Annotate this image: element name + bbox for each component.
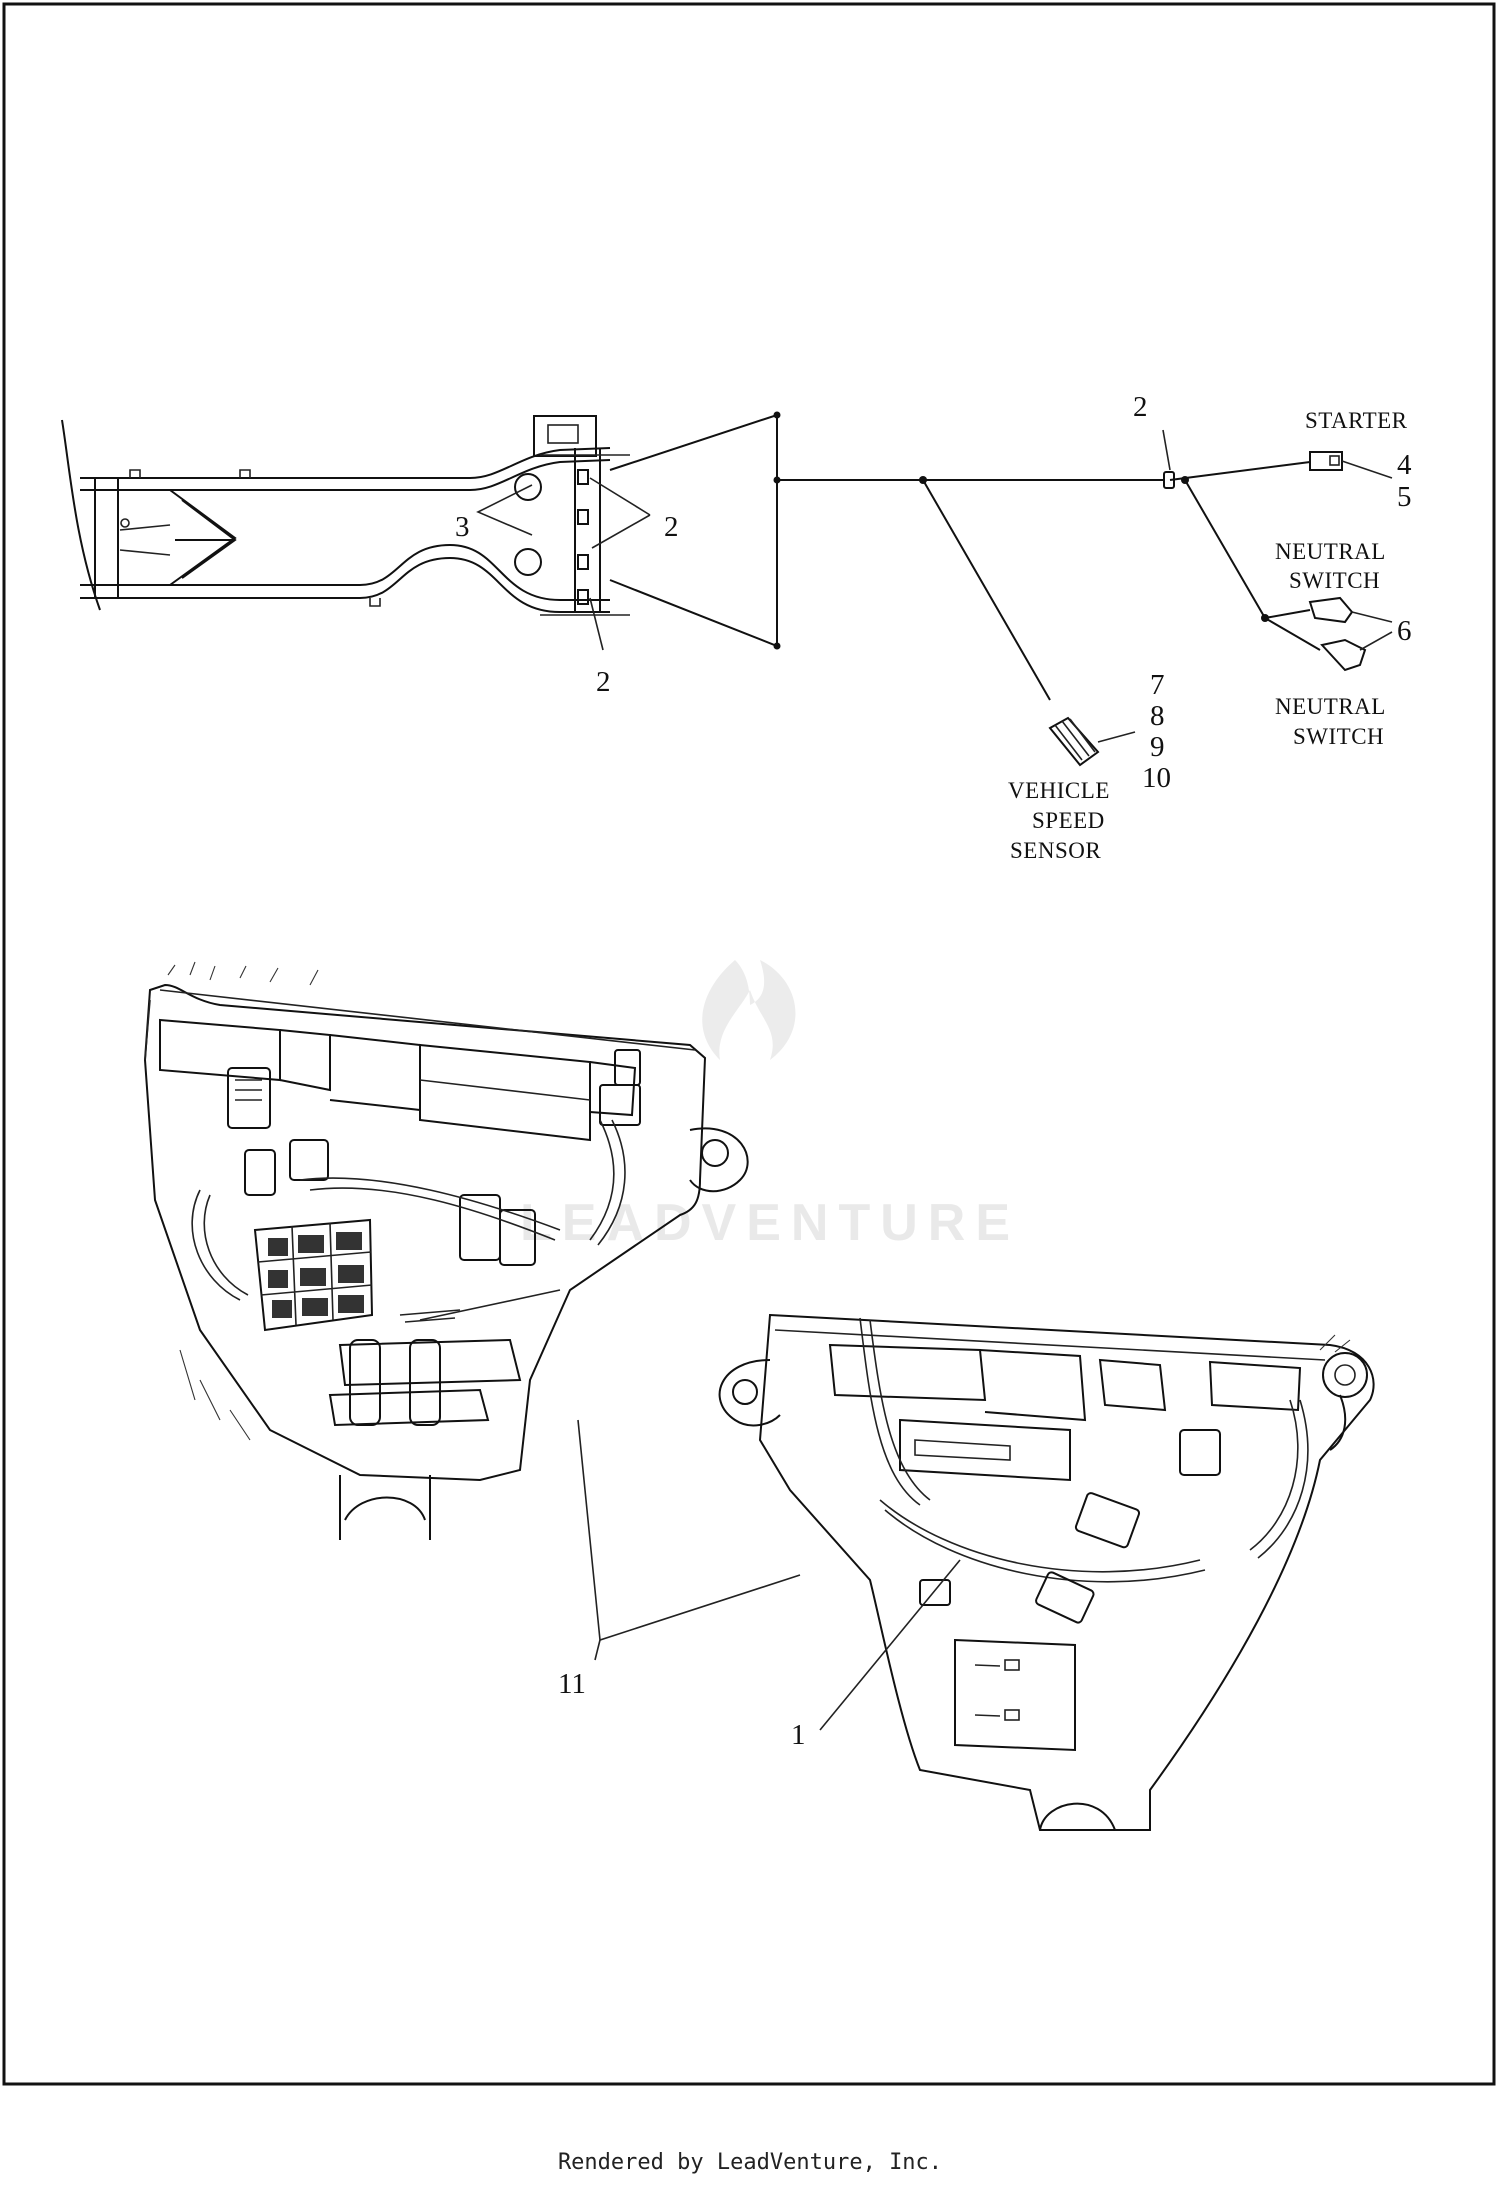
frame-hole [514,548,542,576]
frame-top-view [61,415,630,616]
callout-8: 8 [1150,700,1165,732]
callout-9: 9 [1150,731,1165,763]
label-vss-line3: SENSOR [1010,838,1101,863]
callout-2-lower: 2 [596,666,611,698]
callout-2-clips: 2 [664,511,679,543]
watermark-text: LEADVENTURE [520,1194,1020,1252]
label-starter: STARTER [1305,408,1408,433]
watermark: LEADVENTURE [520,960,1020,1252]
callout-7: 7 [1150,669,1165,701]
callout-10: 10 [1142,762,1171,794]
diagram-border [2,2,1496,2086]
label-vss-line1: VEHICLE [1008,778,1110,803]
neutral-switch-connector-2 [1320,631,1393,672]
leader-lines-bottom [577,1419,961,1731]
label-neutral-switch-2-line2: SWITCH [1293,724,1384,749]
label-neutral-switch-1-line1: NEUTRAL [1275,539,1386,564]
neutral-switch-connector-1 [1308,596,1393,624]
callout-5: 5 [1397,481,1412,513]
callout-6: 6 [1397,615,1412,647]
frame-hole [514,473,542,501]
starter-connector [1309,451,1393,479]
label-vss-line2: SPEED [1032,808,1105,833]
callout-4: 4 [1397,449,1412,481]
callout-1: 1 [791,1719,806,1751]
label-neutral-switch-2-line1: NEUTRAL [1275,694,1386,719]
footer-credit: Rendered by LeadVenture, Inc. [557,2150,943,2175]
vehicle-speed-sensor-connector [1048,716,1136,767]
electrical-box-rear-view [718,1313,1375,1831]
leader-lines-top [476,429,1171,651]
callout-2-junction: 2 [1133,391,1148,423]
label-neutral-switch-1-line2: SWITCH [1289,568,1380,593]
wire-harness [609,411,1321,701]
callout-3: 3 [455,511,470,543]
callout-11: 11 [558,1668,586,1700]
electrical-box-front-view [143,961,749,1540]
